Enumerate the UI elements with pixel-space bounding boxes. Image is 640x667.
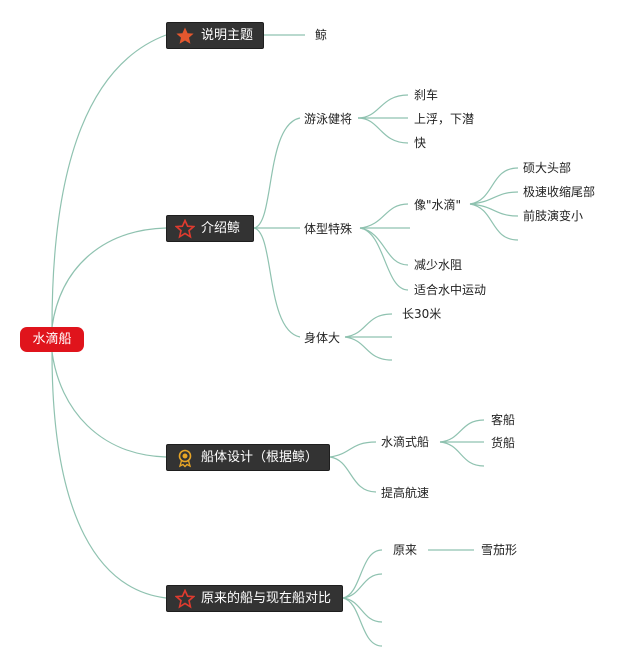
leaf-reduce-drag[interactable]: 减少水阻 (414, 258, 463, 272)
topic-hull-design[interactable]: 船体设计（根据鲸） (166, 444, 330, 471)
leaf-cargo-ship[interactable]: 货船 (491, 436, 516, 450)
leaf-shrink-tail[interactable]: 极速收缩尾部 (523, 185, 596, 199)
connector-big-blank2 (344, 336, 393, 361)
connector-root-topic3 (51, 351, 167, 458)
connector-root-topic2 (51, 227, 167, 328)
leaf-big-head[interactable]: 硕大头部 (523, 161, 572, 175)
connector-topic2-swim (253, 117, 301, 229)
leaf-length[interactable]: 长30米 (402, 307, 442, 321)
leaf-fast[interactable]: 快 (414, 136, 427, 150)
star-icon (175, 589, 195, 609)
award-medal-icon (178, 449, 192, 468)
topic-label: 说明主题 (201, 28, 254, 43)
topic-introduce-whale[interactable]: 介绍鲸 (166, 215, 254, 242)
leaf-small-limbs[interactable]: 前肢演变小 (523, 209, 584, 223)
leaf-whale[interactable]: 鲸 (315, 28, 328, 42)
topic-label: 原来的船与现在船对比 (201, 591, 332, 606)
connector-topic3-speed (329, 456, 377, 493)
leaf-original[interactable]: 原来 (393, 543, 418, 557)
star-icon (175, 219, 195, 239)
topic-ship-comparison[interactable]: 原来的船与现在船对比 (166, 585, 343, 612)
connector-topic2-big (253, 227, 301, 338)
connector-swim-fast (357, 117, 409, 144)
connector-body-reduce (359, 227, 409, 266)
leaf-passenger-ship[interactable]: 客船 (491, 413, 516, 427)
leaf-body-shape[interactable]: 体型特殊 (304, 222, 353, 236)
connector-drop-limb (469, 203, 519, 217)
star-icon (176, 27, 194, 44)
leaf-water-motion[interactable]: 适合水中运动 (414, 283, 487, 297)
connector-drop-blank (469, 203, 519, 241)
topic-label: 介绍鲸 (201, 221, 241, 236)
topic-explain-theme[interactable]: 说明主题 (166, 22, 264, 49)
connector-topic3-dropship (329, 441, 377, 458)
leaf-big-body[interactable]: 身体大 (304, 331, 341, 345)
connector-swim-brake (357, 94, 409, 119)
connector-dropship-blank (439, 441, 485, 467)
leaf-cigar-shape[interactable]: 雪茄形 (481, 543, 518, 557)
connector-drop-tail (469, 191, 519, 205)
leaf-swim[interactable]: 游泳健将 (304, 112, 353, 126)
connector-topic4-blank3 (342, 597, 383, 647)
connector-body-drop (359, 203, 409, 229)
connector-root-topic1 (51, 34, 167, 328)
connector-dropship-passenger (439, 419, 485, 443)
connector-root-topic4 (51, 351, 167, 599)
leaf-float-dive[interactable]: 上浮，下潜 (414, 112, 475, 126)
topic-label: 船体设计（根据鲸） (201, 450, 319, 465)
leaf-brake[interactable]: 刹车 (414, 88, 439, 102)
connector-topic4-blank1 (342, 573, 383, 599)
connector-drop-head (469, 167, 519, 205)
connector-big-length (344, 313, 393, 338)
connector-topic4-original (342, 549, 383, 599)
leaf-drop-ship[interactable]: 水滴式船 (381, 435, 430, 449)
leaf-speed-up[interactable]: 提高航速 (381, 486, 430, 500)
root-node[interactable]: 水滴船 (20, 327, 84, 352)
connector-body-suit (359, 227, 409, 291)
leaf-drop-shape[interactable]: 像"水滴" (414, 198, 462, 212)
